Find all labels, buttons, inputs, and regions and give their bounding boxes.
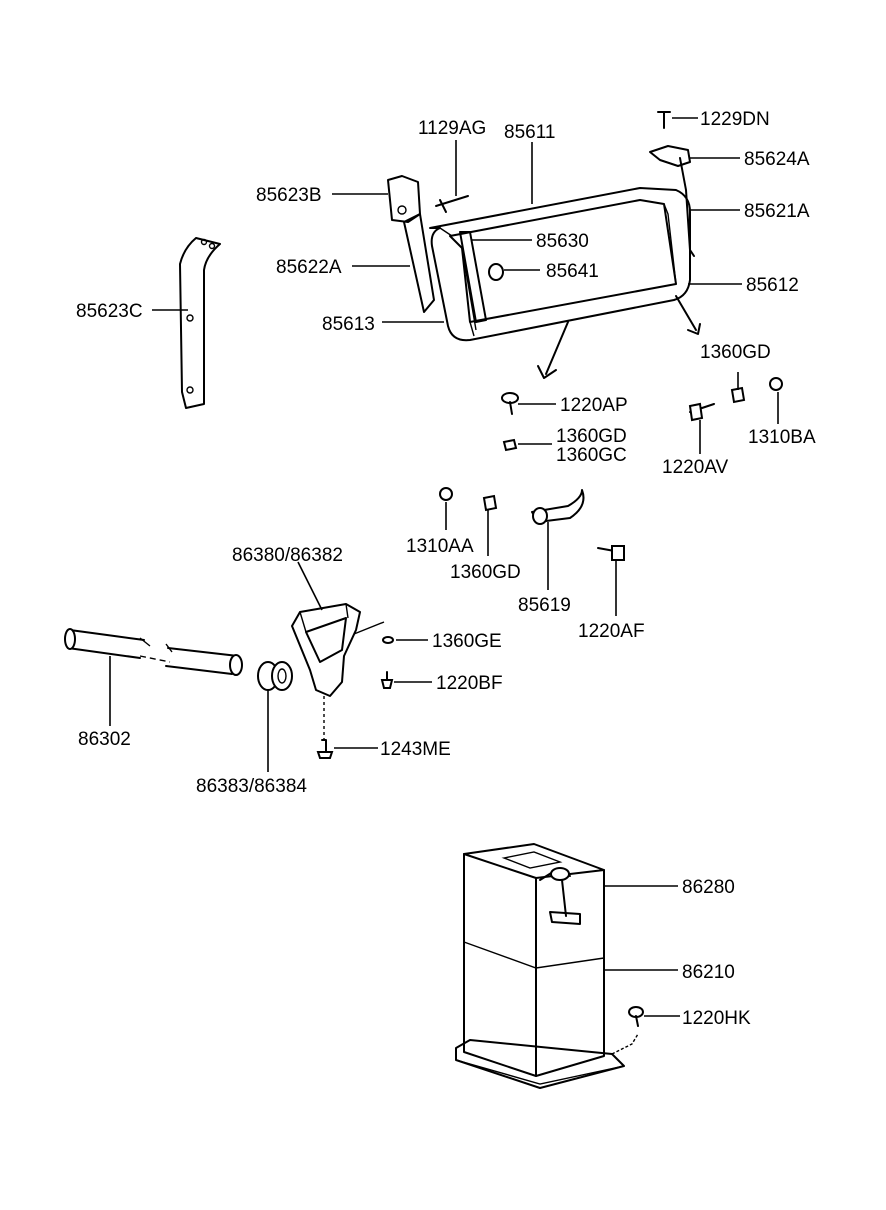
label-1220AP: 1220AP <box>560 395 628 416</box>
label-1220BF: 1220BF <box>436 673 503 694</box>
label-85630: 85630 <box>536 231 589 252</box>
label-86380-86382: 86380/86382 <box>232 545 343 566</box>
stay-85623c <box>179 237 221 409</box>
label-1220HK: 1220HK <box>682 1008 751 1029</box>
label-1310BA: 1310BA <box>748 427 816 448</box>
label-85622A: 85622A <box>276 257 342 278</box>
label-1360GE: 1360GE <box>432 631 502 652</box>
label-85623C: 85623C <box>76 301 143 322</box>
label-1360GC: 1360GC <box>556 445 627 466</box>
label-1229DN: 1229DN <box>700 109 770 130</box>
label-85613: 85613 <box>322 314 375 335</box>
label-1360GD-c: 1360GD <box>450 562 521 583</box>
label-85641: 85641 <box>546 261 599 282</box>
label-1220AF: 1220AF <box>578 621 645 642</box>
label-85611: 85611 <box>504 122 555 143</box>
label-85621A: 85621A <box>744 201 810 222</box>
label-1360GD-b: 1360GD <box>556 426 627 447</box>
label-1310AA: 1310AA <box>406 536 474 557</box>
leader-lines <box>109 117 779 1017</box>
label-1243ME: 1243ME <box>380 739 451 760</box>
label-86383-86384: 86383/86384 <box>196 776 307 797</box>
handle-assembly <box>64 603 394 759</box>
label-1129AG: 1129AG <box>418 118 486 139</box>
label-86302: 86302 <box>78 729 131 750</box>
label-85624A: 85624A <box>744 149 810 170</box>
part-labels: 1129AG 85611 1229DN 85624A 85623B 85621A… <box>76 109 816 1029</box>
label-85619: 85619 <box>518 595 571 616</box>
label-86210: 86210 <box>682 962 735 983</box>
storage-box <box>455 843 644 1089</box>
fasteners <box>439 377 783 561</box>
frame-assembly <box>387 111 701 379</box>
label-86280: 86280 <box>682 877 735 898</box>
label-85623B: 85623B <box>256 185 322 206</box>
label-1220AV: 1220AV <box>662 457 729 478</box>
label-85612: 85612 <box>746 275 799 296</box>
label-1360GD-a: 1360GD <box>700 342 771 363</box>
